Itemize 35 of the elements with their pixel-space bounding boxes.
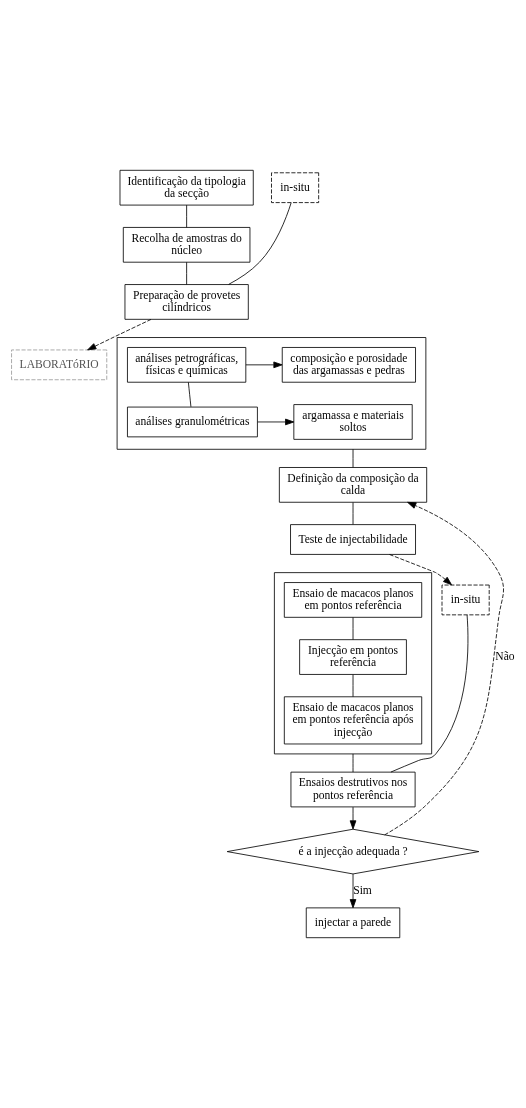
edge-label: Não xyxy=(495,650,515,664)
node-box: Preparação de provetes cilíndricos xyxy=(124,284,249,320)
node-box: Definição da composição da calda xyxy=(278,467,428,503)
node-box: in-situ xyxy=(271,172,320,203)
node-diamond: é a injecção adequada ? xyxy=(226,828,480,875)
arrow xyxy=(257,418,295,426)
node-box: análises petrográficas, físicas e químicas xyxy=(127,347,247,383)
node-box: injectar a parede xyxy=(305,907,401,939)
edge-label: Sim xyxy=(353,883,372,897)
node-box: Ensaio de macacos planos em pontos referência após injecção xyxy=(283,696,423,745)
connector xyxy=(187,381,192,408)
cluster xyxy=(116,337,427,450)
node-box: argamassa e materiais soltos xyxy=(293,404,413,440)
connector xyxy=(186,261,188,285)
node-box: análises granulométricas xyxy=(127,406,258,438)
connector xyxy=(352,617,354,640)
node-box: Injecção em pontos referência xyxy=(299,639,407,675)
node-box: Teste de injectabilidade xyxy=(290,524,416,555)
node-box: in-situ xyxy=(441,584,490,616)
arrow xyxy=(384,501,504,836)
connector xyxy=(352,448,354,468)
connector xyxy=(228,202,292,285)
node-box: composição e porosidade das argamassas e pedras xyxy=(281,347,416,383)
connector xyxy=(352,502,354,525)
node-box: Ensaios destrutivos nos pontos referência xyxy=(290,771,416,808)
connector xyxy=(352,674,354,698)
arrow xyxy=(349,873,357,909)
connector xyxy=(186,204,188,228)
node-box: LABORATóRIO xyxy=(11,349,108,381)
node-box: Identificação da tipologia da secção xyxy=(119,169,254,206)
node-box: Ensaio de macacos planos em pontos referência xyxy=(283,582,423,618)
arrow xyxy=(349,806,357,830)
cluster xyxy=(273,572,433,755)
node-box: Recolha de amostras do núcleo xyxy=(122,227,251,263)
arrow xyxy=(245,361,283,369)
